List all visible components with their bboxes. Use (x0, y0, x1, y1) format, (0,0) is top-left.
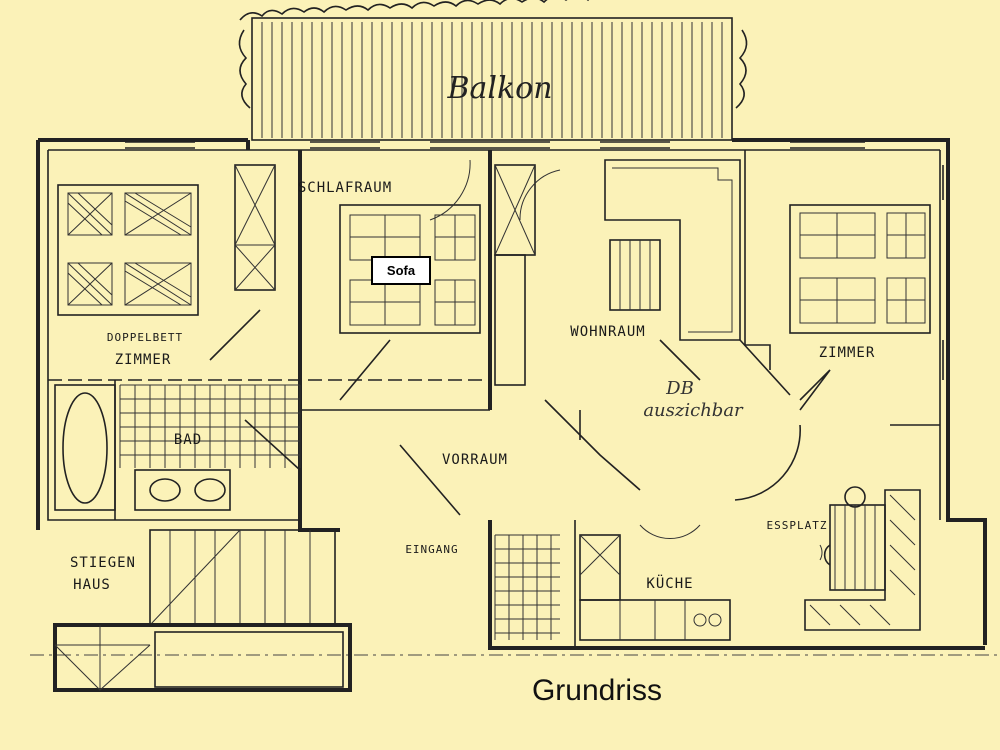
windows (125, 141, 949, 380)
bad-label: BAD (174, 432, 202, 448)
kitchen-fixtures (494, 534, 731, 641)
stiegenhaus-label-2: HAUS (73, 577, 111, 593)
corner-sofa (604, 159, 741, 341)
db-note-detail: auszichbar (643, 400, 744, 421)
double-bed (57, 184, 199, 316)
db-note-label: DB (665, 378, 694, 399)
door-swings (209, 159, 831, 561)
dining-area (804, 486, 921, 631)
kueche-label: KÜCHE (646, 574, 693, 592)
balcony: Balkon (238, 0, 748, 141)
shaft (494, 164, 536, 386)
bathroom-fixtures (54, 384, 301, 511)
doppelbett-label: DOPPELBETT (107, 331, 183, 344)
essplatz-label: ESSPLATZ (767, 519, 828, 532)
wohnraum-label: WOHNRAUM (570, 324, 645, 340)
vorraum-label: VORRAUM (442, 452, 508, 468)
zimmer-right-bed (789, 204, 931, 334)
schlafraum-label: SCHLAFRAUM (298, 180, 392, 196)
sofa-label: Sofa (371, 256, 431, 285)
sofa-label-text: Sofa (387, 263, 416, 278)
wardrobe (234, 164, 276, 291)
schlafraum-bed (339, 204, 481, 334)
staircase (53, 529, 352, 692)
stiegenhaus-label-1: STIEGEN (70, 555, 136, 571)
eingang-label: EINGANG (405, 543, 458, 556)
plan-title: Grundriss (532, 674, 662, 707)
balkon-label: Balkon (446, 71, 552, 106)
zimmer-left-label: ZIMMER (115, 352, 172, 368)
outer-walls (30, 138, 1000, 656)
zimmer-right-label: ZIMMER (819, 345, 876, 361)
